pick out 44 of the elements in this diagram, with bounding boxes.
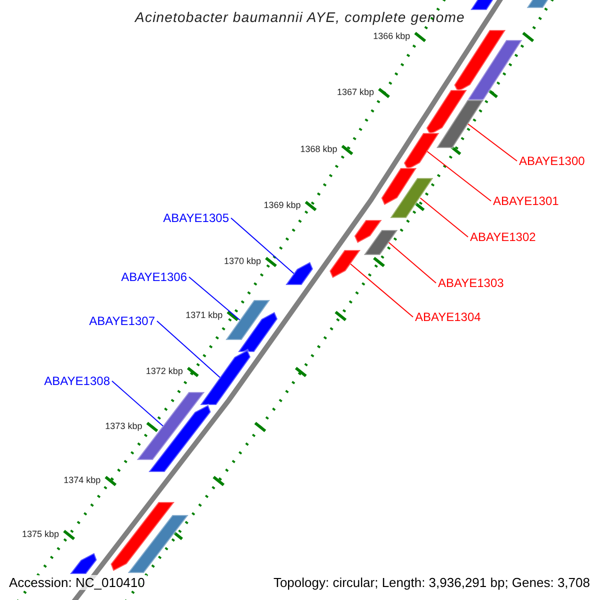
- gene-label: ABAYE1306: [121, 271, 187, 283]
- leader-line: [420, 198, 468, 238]
- leader-line: [468, 124, 518, 162]
- gene-feature: [284, 260, 314, 286]
- gene-feature: [126, 514, 190, 574]
- scale-label: 1368 kbp: [300, 145, 338, 154]
- gene-feature: [353, 219, 384, 244]
- scale-label: 1373 kbp: [105, 422, 142, 431]
- scale-label: 1374 kbp: [64, 476, 101, 485]
- leader-line: [156, 320, 220, 378]
- gene-label: ABAYE1305: [163, 212, 229, 224]
- gene-feature: [146, 404, 212, 473]
- gene-feature: [362, 229, 400, 256]
- gene-feature: [198, 348, 252, 406]
- gene-label: ABAYE1303: [438, 277, 504, 289]
- footer-text: Accession: NC_010410: [7, 575, 147, 590]
- scale-label: 1366 kbp: [373, 32, 410, 41]
- gene-feature: [328, 249, 362, 280]
- gene-feature: [224, 299, 272, 341]
- leader-line: [230, 218, 294, 274]
- leader-line: [350, 264, 414, 318]
- gene-label: ABAYE1302: [470, 231, 536, 243]
- gene-label: ABAYE1304: [415, 311, 481, 323]
- leader-line: [112, 380, 164, 426]
- gene-feature: [110, 501, 177, 572]
- scale-label: 1375 kbp: [22, 530, 60, 539]
- footer-text: Topology: circular; Length: 3,936,291 bp; Genes: 3,708: [271, 575, 592, 590]
- leader-line: [388, 242, 436, 284]
- scale-label: 1369 kbp: [264, 201, 301, 210]
- map-title: Acinetobacter baumannii AYE, complete genome: [134, 10, 466, 24]
- gene-feature: [434, 99, 486, 149]
- gene-label: ABAYE1300: [519, 155, 585, 167]
- gene-feature: [236, 310, 279, 353]
- scale-label: 1367 kbp: [336, 88, 374, 97]
- gene-label: ABAYE1301: [493, 195, 559, 207]
- leader-line: [188, 276, 240, 320]
- gene-feature: [388, 177, 436, 219]
- leader-line: [426, 151, 492, 202]
- scale-label: 1372 kbp: [146, 367, 183, 376]
- gene-feature: [380, 167, 418, 206]
- scale-label: 1370 kbp: [224, 257, 261, 266]
- gene-label: ABAYE1308: [44, 375, 110, 387]
- scale-label: 1371 kbp: [186, 311, 223, 320]
- gene-label: ABAYE1307: [89, 315, 155, 327]
